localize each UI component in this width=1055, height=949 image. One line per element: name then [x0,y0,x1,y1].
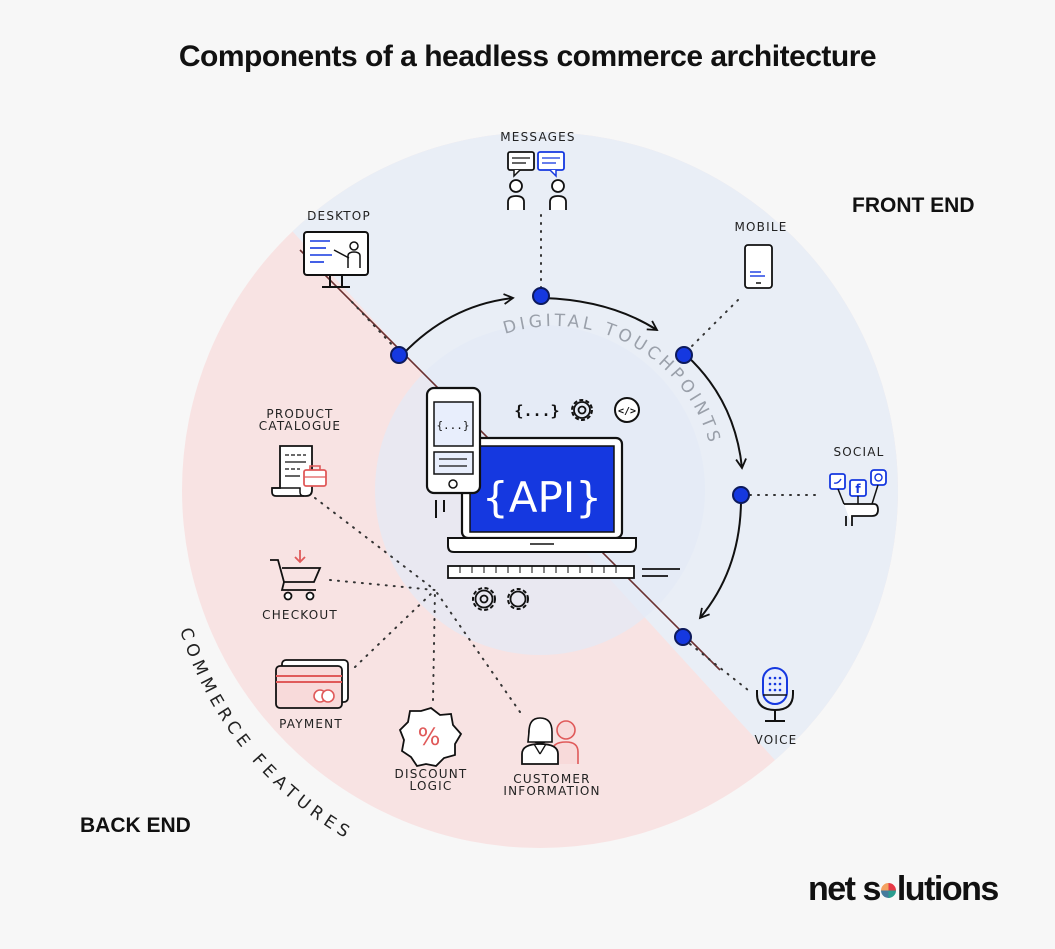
messages-icon [507,151,567,210]
back-end-label: BACK END [80,814,191,837]
laptop-icon: {API} [447,436,637,553]
touchpoint-flow-arrows [402,293,747,620]
touchpoint-label-messages: MESSAGES [500,130,576,144]
gear-icon-bottom-left [472,587,496,611]
keyboard-ruler-icon [447,565,680,579]
page-title: Components of a headless commerce archit… [178,40,877,73]
code-braces-icon: {...} [514,402,559,420]
logo-dot-icon [880,882,896,898]
feature-label-payment: PAYMENT [279,717,343,731]
touchpoint-label-mobile: MOBILE [734,220,788,234]
api-label: {API} [482,473,602,522]
desktop-icon [303,231,369,288]
phone-icon: {...} [425,386,482,518]
touchpoint-connectors [351,214,821,691]
gear-icon [571,399,593,421]
customer-icon [521,717,579,765]
svg-text:f: f [855,482,861,496]
front-end-label: FRONT END [852,194,975,217]
touchpoint-nodes [390,287,750,646]
social-icon: f [829,469,887,526]
gear-icon-bottom-right [507,588,529,610]
feature-connectors [314,497,521,713]
discount-badge-icon: % [398,707,463,768]
product-catalogue-icon [271,445,327,497]
svg-text:</>: </> [618,406,636,417]
code-tag-icon: </> [614,397,640,423]
touchpoint-label-social: SOCIAL [833,445,885,459]
feature-label-checkout: CHECKOUT [262,608,338,622]
mobile-icon [744,244,773,289]
payment-card-icon [275,659,349,709]
voice-icon [756,667,794,722]
checkout-cart-icon [270,550,322,601]
touchpoint-label-voice: VOICE [754,733,798,747]
touchpoint-label-desktop: DESKTOP [307,209,371,223]
svg-text:%: % [418,723,441,751]
phone-code-label: {...} [436,419,469,432]
